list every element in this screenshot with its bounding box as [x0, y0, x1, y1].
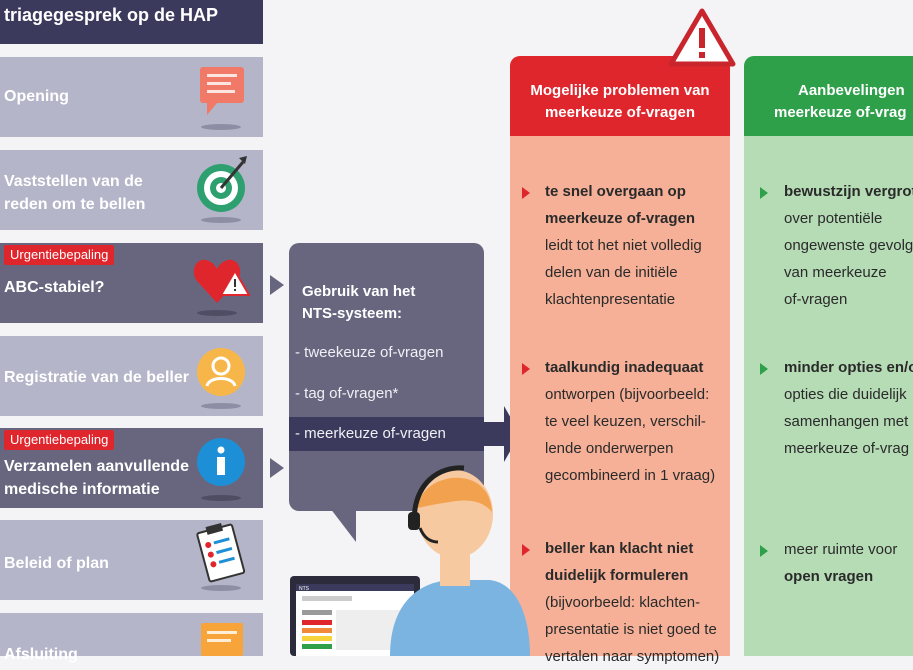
item-line: open vragen: [784, 568, 874, 585]
problems-column: Mogelijke problemen van meerkeuze of-vra…: [510, 56, 730, 665]
item-line: taalkundig inadequaat: [545, 359, 704, 376]
item-line: ongewenste gevolg: [784, 237, 913, 254]
title-text: triagegesprek op de HAP: [4, 5, 219, 25]
item-line: bewustzijn vergrot: [784, 183, 913, 200]
bullet-icon: [760, 545, 768, 557]
bullet-icon: [522, 544, 530, 556]
step-label: Beleid of plan: [4, 555, 109, 572]
bubble-heading-line1: Gebruik van het: [302, 283, 416, 300]
urgency-badge: Urgentiebepaling: [4, 430, 115, 450]
recommendations-header-line2: meerkeuze of-vrag: [774, 104, 907, 121]
step-closing: Afsluiting: [0, 613, 263, 663]
step-reason: Vaststellen van de reden om te bellen: [0, 150, 263, 230]
bubble-option-highlight: [289, 417, 484, 451]
item-line: presentatie is niet goed te: [545, 621, 717, 638]
bullet-icon: [522, 363, 530, 375]
problems-header-line2: meerkeuze of-vragen: [544, 104, 696, 121]
item-line: minder opties en/o: [784, 359, 913, 376]
item-line: (bijvoorbeeld: klachten-: [545, 594, 701, 611]
item-line: meer ruimte voor: [784, 541, 898, 558]
item-line: lende onderwerpen: [545, 440, 674, 457]
step-label: Registratie van de beller: [4, 369, 189, 386]
urgency-badge: Urgentiebepaling: [4, 245, 115, 265]
problem-item: taalkundig inadequaat ontworpen (bijvoor…: [545, 354, 715, 489]
screen-label: NTS: [299, 586, 310, 592]
arrow-right-icon: [270, 458, 284, 478]
item-line: te veel keuzen, verschil-: [545, 413, 706, 430]
speech-bubble-icon: [200, 67, 244, 130]
recommendations-header: Aanbevelingen meerkeuze of-vrag: [744, 56, 913, 136]
warning-icon: [668, 8, 736, 67]
step-label: Opening: [4, 88, 69, 105]
item-line: ontworpen (bijvoorbeeld:: [545, 386, 710, 403]
step-label-line1: Vaststellen van de: [4, 173, 143, 190]
item-line: leidt tot het niet volledig: [545, 237, 702, 254]
item-line: over potentiële: [784, 210, 883, 227]
problem-item: te snel overgaan op meerkeuze of-vragen …: [545, 178, 702, 313]
user-avatar-icon: [197, 348, 245, 409]
item-line: te snel overgaan op: [545, 183, 686, 200]
arrow-right-icon: [270, 275, 284, 295]
bubble-option-selected: - meerkeuze of-vragen: [295, 425, 446, 442]
bullet-icon: [522, 187, 530, 199]
step-registration: Registratie van de beller: [0, 336, 263, 416]
document-icon: [201, 623, 243, 656]
item-line: meerkeuze of-vrag: [784, 440, 910, 457]
step-label: ABC-stabiel?: [4, 279, 105, 296]
step-policy: Beleid of plan: [0, 520, 263, 600]
step-opening: Opening: [0, 57, 263, 137]
recommendation-item: bewustzijn vergrot over potentiële ongew…: [784, 178, 913, 313]
step-label-line2: reden om te bellen: [4, 196, 146, 213]
bubble-heading-line2: NTS-systeem:: [302, 305, 403, 322]
item-line: klachtenpresentatie: [545, 291, 676, 308]
step-medical-info: Urgentiebepaling Verzamelen aanvullende …: [0, 428, 263, 508]
page-title: triagegesprek op de HAP: [0, 0, 263, 44]
item-line: samenhangen met: [784, 413, 909, 430]
step-label-line1: Verzamelen aanvullende: [4, 458, 189, 475]
bubble-tail: [330, 508, 356, 542]
recommendations-header-line1: Aanbevelingen: [798, 82, 905, 99]
bubble-heading: Gebruik van het NTS-systeem:: [302, 281, 415, 325]
item-line: meerkeuze of-vragen: [545, 210, 696, 227]
item-line: gecombineerd in 1 vraag): [545, 467, 716, 484]
item-line: of-vragen: [784, 291, 848, 308]
step-abc: Urgentiebepaling ABC-stabiel?: [0, 243, 263, 323]
step-label: Afsluiting: [4, 646, 78, 663]
bullet-icon: [760, 187, 768, 199]
problems-header: Mogelijke problemen van meerkeuze of-vra…: [510, 56, 730, 136]
bubble-option: - tweekeuze of-vragen: [295, 344, 444, 361]
item-line: opties die duidelijk: [784, 386, 907, 403]
bullet-icon: [760, 363, 768, 375]
info-icon: [197, 438, 245, 501]
item-line: duidelijk formuleren: [545, 567, 689, 584]
operator-illustration: [390, 465, 530, 656]
problems-header-line1: Mogelijke problemen van: [530, 82, 710, 99]
step-label-line2: medische informatie: [4, 481, 160, 498]
item-line: delen van de initiële: [545, 264, 678, 281]
item-line: vertalen naar symptomen): [545, 648, 720, 665]
heart-warning-icon: [193, 259, 251, 316]
recommendation-item: meer ruimte voor open vragen: [784, 536, 897, 590]
problem-item: beller kan klacht niet duidelijk formule…: [545, 535, 719, 670]
clipboard-icon: [196, 522, 246, 591]
item-line: van meerkeuze: [784, 264, 887, 281]
bubble-option: - tag of-vragen*: [295, 385, 399, 402]
item-line: beller kan klacht niet: [545, 540, 694, 557]
recommendation-item: minder opties en/o opties die duidelijk …: [784, 354, 913, 462]
recommendations-column: Aanbevelingen meerkeuze of-vrag bewustzi…: [744, 56, 913, 656]
target-icon: [197, 156, 247, 223]
